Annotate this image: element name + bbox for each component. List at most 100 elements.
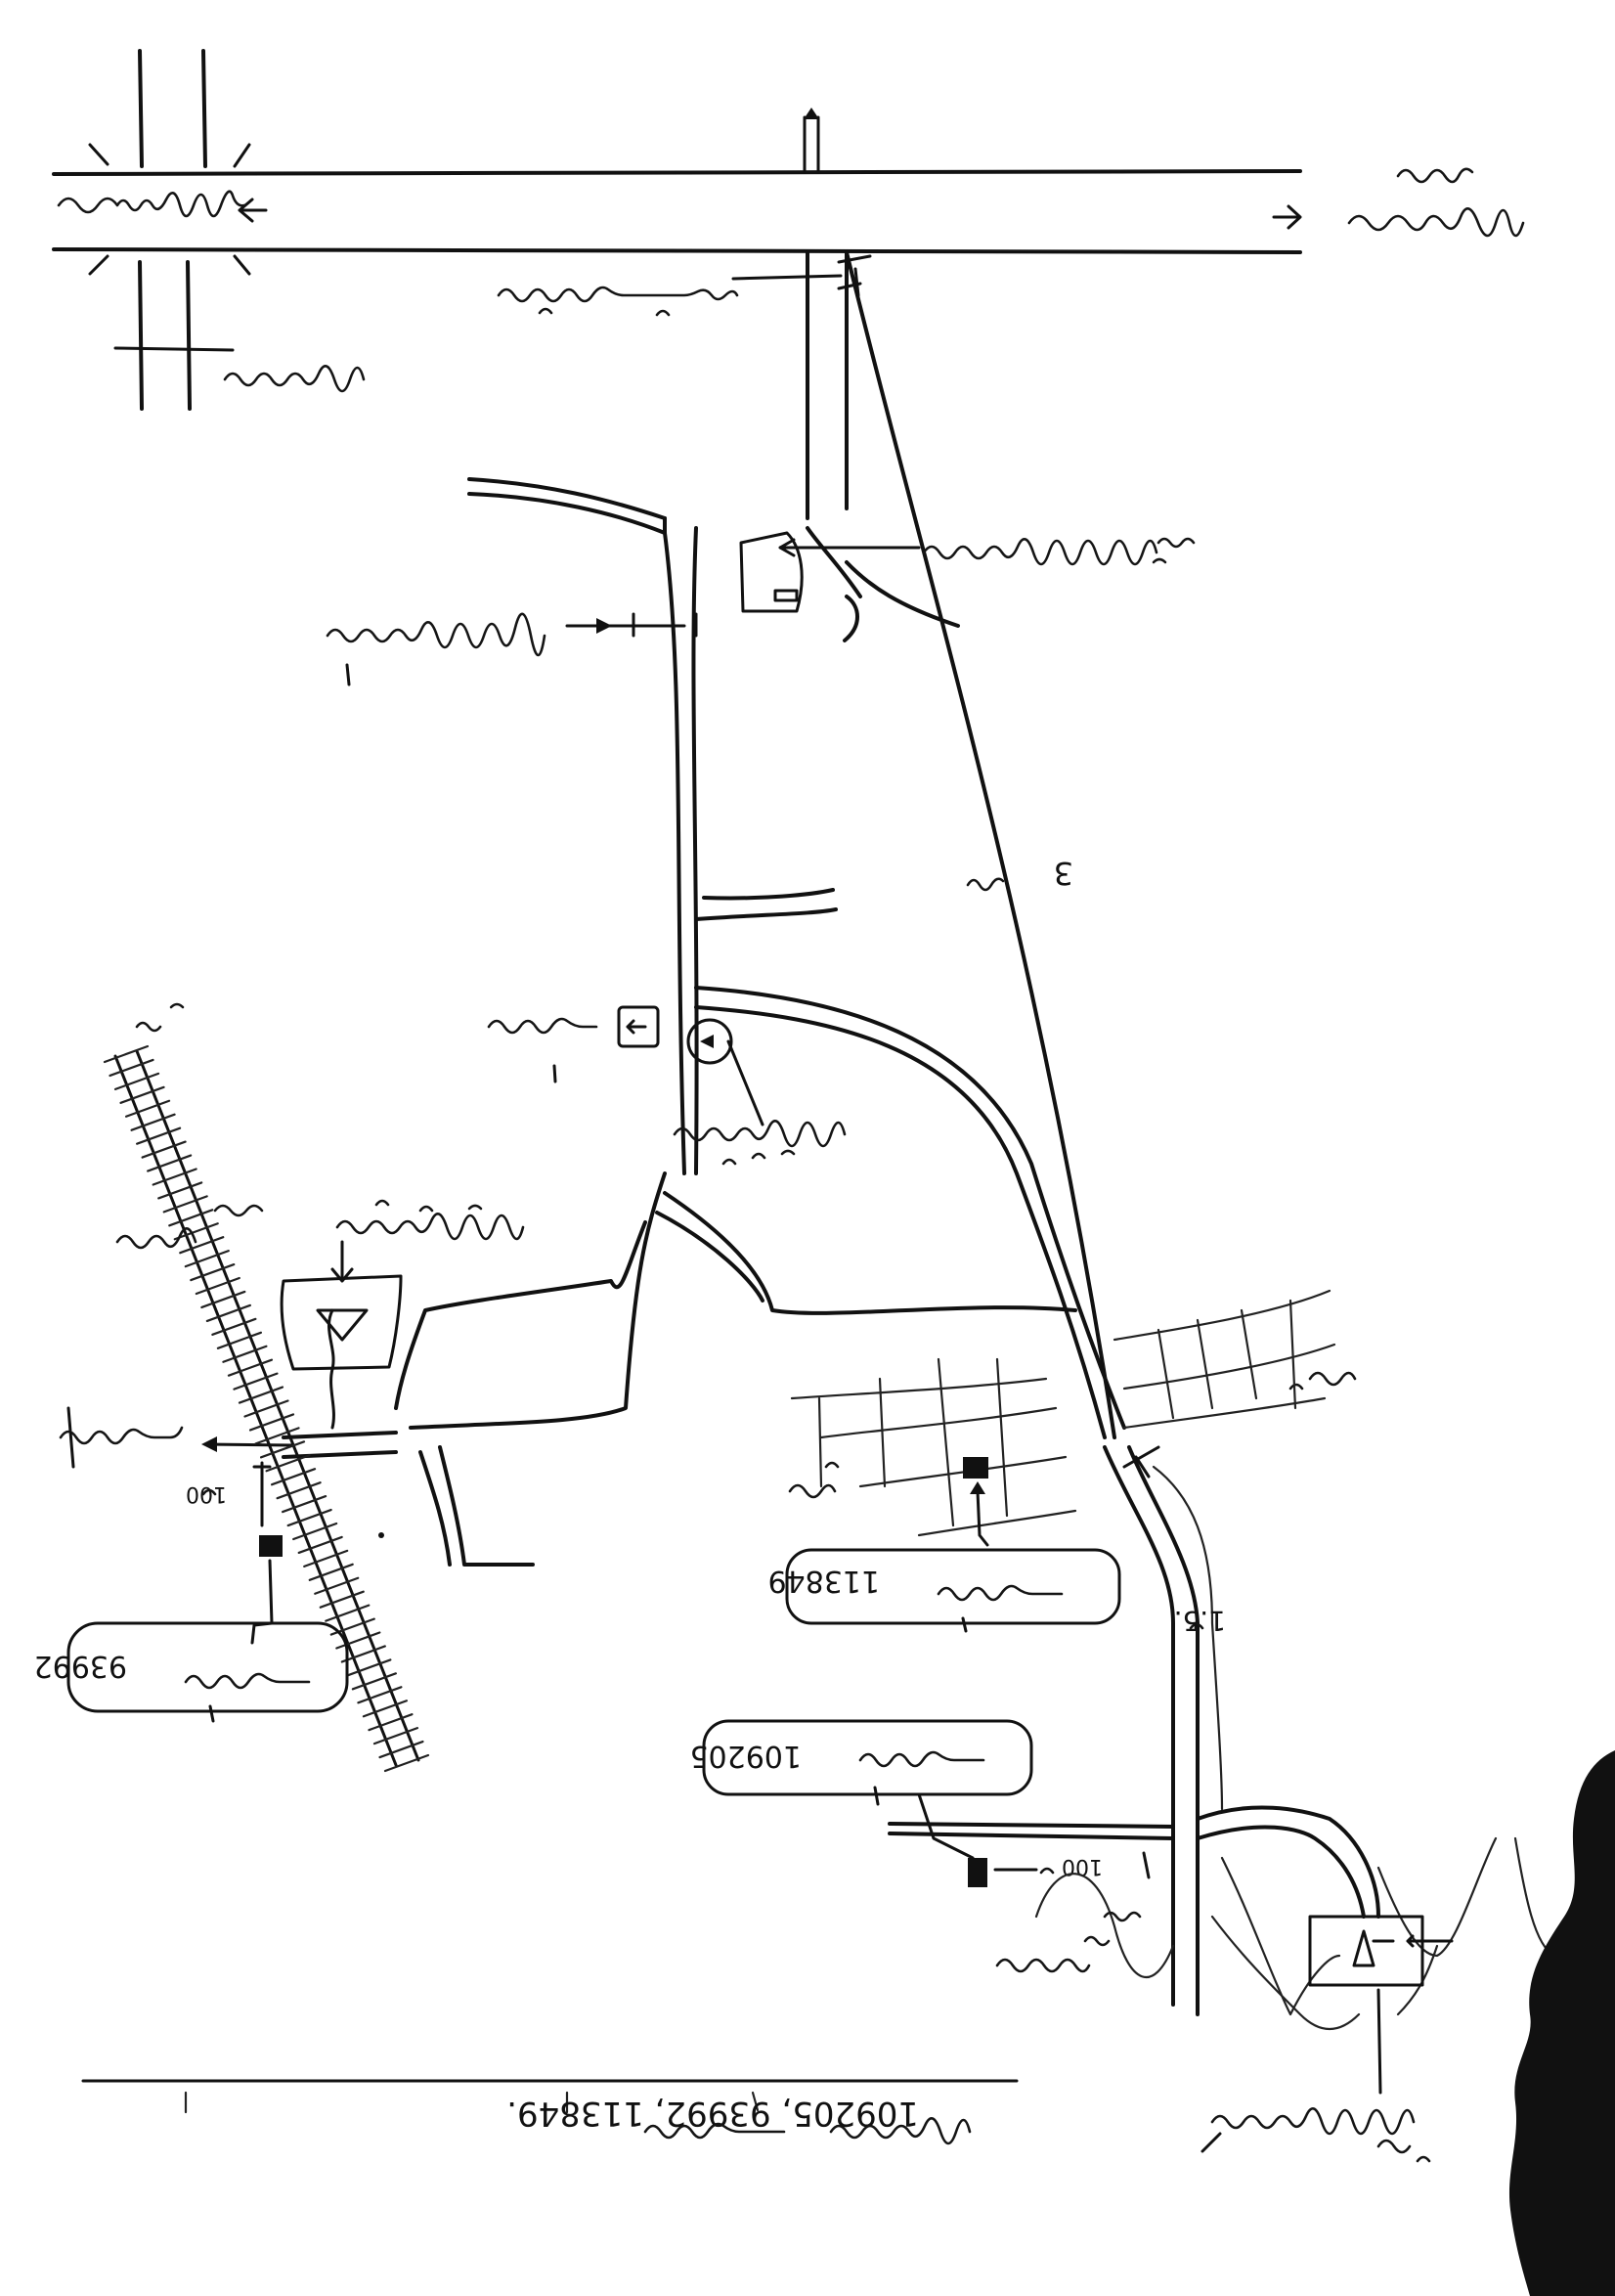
railway-tie <box>113 1072 160 1090</box>
railway-tie <box>103 1044 150 1064</box>
railway-tie <box>243 1399 289 1418</box>
railway-tie <box>211 1317 257 1336</box>
label-water-tower-sub <box>721 1149 796 1166</box>
spur-road <box>694 888 838 921</box>
temple-block <box>280 1240 403 1430</box>
railway-tie <box>292 1522 338 1541</box>
local-roads-left <box>282 1171 667 1567</box>
plot-113849-callout: 113849 <box>767 1548 1121 1633</box>
railway-tie <box>109 1058 154 1078</box>
railway-tie <box>130 1113 176 1131</box>
label-temple <box>335 1213 525 1241</box>
railway-tie <box>346 1658 392 1677</box>
label-west-destination-mark <box>66 1406 75 1469</box>
compound-school <box>739 531 921 613</box>
railway-tie <box>259 1440 306 1459</box>
railway-tie <box>157 1181 203 1200</box>
distance-label-15km: 1.5. <box>1174 1605 1226 1637</box>
pointer-junction-top <box>731 274 843 281</box>
svg-text:1.5.: 1.5. <box>1174 1605 1226 1637</box>
railway-tie <box>119 1085 165 1104</box>
label-west-destination <box>59 1426 184 1445</box>
railway-tie <box>190 1262 236 1282</box>
railway-tie <box>248 1413 295 1432</box>
railway-tie <box>173 1222 219 1241</box>
railway-track-icon <box>103 1044 430 1773</box>
map-dot <box>378 1532 384 1538</box>
label-destination-mark <box>1200 2132 1222 2153</box>
railway-tie <box>319 1590 365 1609</box>
direction-arrow-left-icon <box>238 198 268 223</box>
label-side-road <box>223 365 366 393</box>
label-school <box>922 538 1158 566</box>
label-railway-sub <box>135 1002 185 1033</box>
label-canal <box>995 1935 1111 1973</box>
railway-tie <box>136 1126 182 1145</box>
branch-road-left <box>467 477 699 1175</box>
plot-109205-road <box>888 1822 1175 1887</box>
lower-branch-road <box>1196 1805 1380 1919</box>
label-destination-title <box>1376 2139 1431 2163</box>
label-destination <box>1210 2107 1416 2136</box>
railway-tie <box>368 1713 414 1732</box>
svg-text:113849: 113849 <box>767 1564 880 1598</box>
hospital-marker <box>617 1005 660 1048</box>
junction-marker-mid <box>1122 1445 1160 1479</box>
railway-tie <box>222 1345 268 1363</box>
svg-text:109205: 109205 <box>689 1739 802 1773</box>
plot-113849-marker <box>963 1457 989 1547</box>
label-temple-sub <box>374 1199 483 1213</box>
railway-tie <box>184 1250 230 1268</box>
railway-tie <box>227 1358 274 1377</box>
destination-building <box>1308 1915 1454 2095</box>
label-canal-2 <box>1103 1911 1142 1922</box>
railway-tie <box>168 1209 214 1227</box>
label-checkpoint-mark <box>345 663 351 686</box>
railway-tie <box>378 1740 424 1759</box>
railway-tie <box>351 1672 397 1691</box>
water-tower-marker <box>686 1018 764 1126</box>
railway-tie <box>179 1236 225 1255</box>
railway-tie <box>238 1386 284 1404</box>
curved-road-right <box>694 986 1126 1439</box>
railway-tie <box>254 1427 300 1445</box>
main-road <box>806 250 1116 1439</box>
railway-tie <box>205 1303 251 1323</box>
label-left-highway-destination <box>57 190 246 218</box>
label-junction-top <box>497 286 739 303</box>
railway-tie <box>286 1508 332 1527</box>
railway-tie <box>233 1372 279 1391</box>
railway-tie <box>282 1494 327 1514</box>
railway-tie <box>314 1576 360 1595</box>
label-hospital <box>487 1017 598 1035</box>
west-destination-arrow <box>201 1436 295 1452</box>
pond-icon <box>1034 1836 1556 2030</box>
label-plot-113849-area <box>788 1461 840 1499</box>
plot-93992-callout: 93992 <box>34 1621 349 1723</box>
railway-tie <box>372 1727 419 1745</box>
svg-text:100: 100 <box>186 1481 227 1506</box>
railway-tie <box>200 1290 246 1309</box>
railway-tie <box>270 1468 317 1486</box>
railway-tie <box>308 1563 354 1581</box>
lower-main-road <box>1103 1445 1200 2016</box>
label-junction-top-sub <box>538 307 671 317</box>
railway-tie <box>303 1549 349 1567</box>
label-right-highway-destination <box>1347 207 1525 238</box>
label-plot-113849-area-2 <box>1288 1371 1357 1391</box>
svg-text:3: 3 <box>1054 855 1073 892</box>
railway-tie <box>325 1604 371 1622</box>
distance-label-3km: 3 <box>966 855 1073 892</box>
railway-tie <box>152 1168 197 1186</box>
railway-tie <box>141 1140 187 1159</box>
railway-tie <box>383 1753 430 1773</box>
direction-arrow-right-icon <box>1272 204 1302 230</box>
railway-tie <box>340 1645 386 1663</box>
svg-text:93992: 93992 <box>34 1649 127 1683</box>
road-fork-right <box>843 560 960 642</box>
railway-tie <box>195 1276 240 1296</box>
label-right-highway-destination-2 <box>1396 167 1474 184</box>
distance-label-100m-a: 100 <box>186 1481 227 1506</box>
checkpoint-marker <box>565 612 698 638</box>
